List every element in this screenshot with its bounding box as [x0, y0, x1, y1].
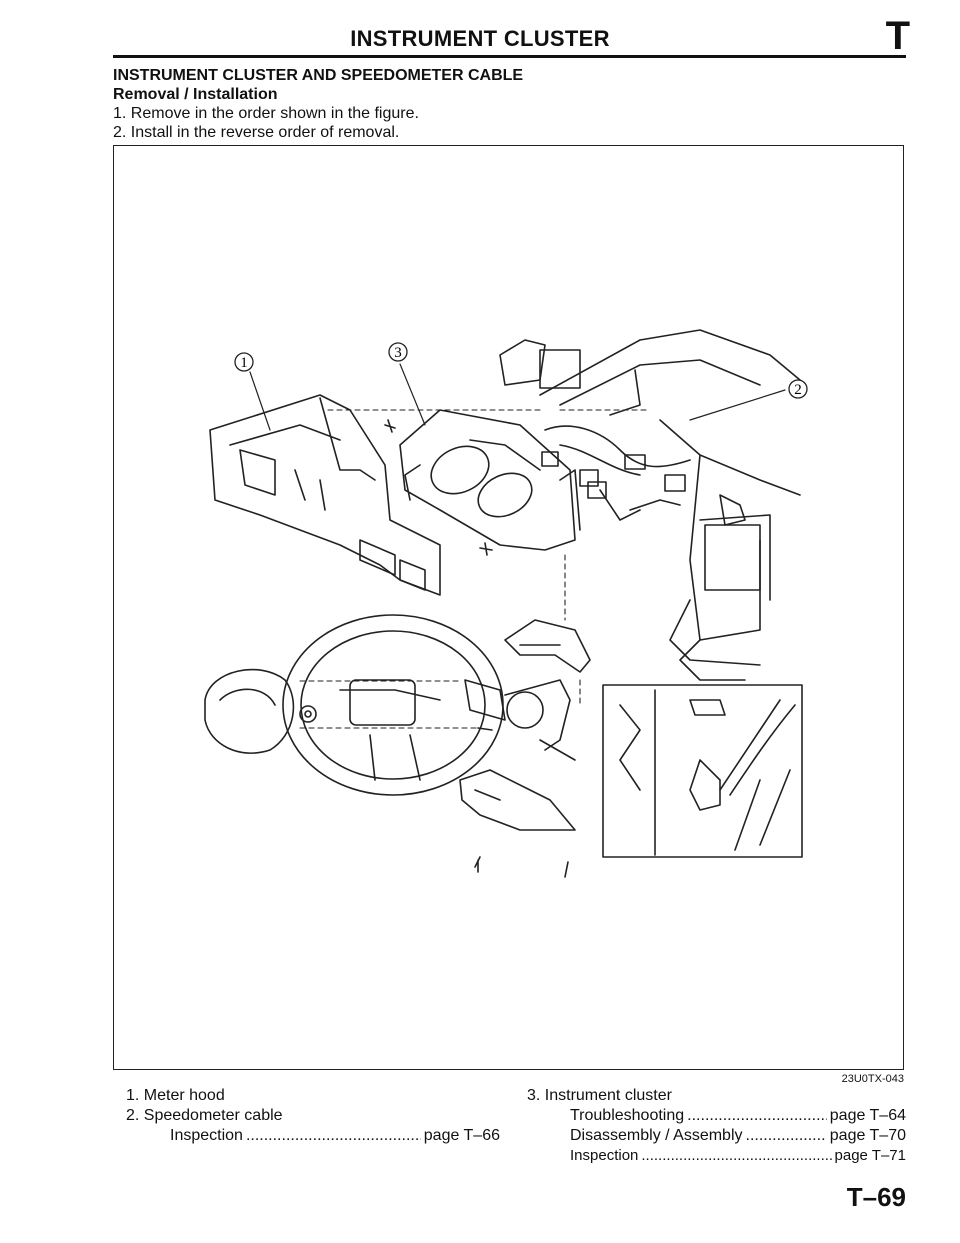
ref-page: page T–66: [423, 1127, 500, 1144]
leader-dots: [687, 1107, 827, 1125]
instrument-cluster-illustration: [399, 409, 581, 551]
assembly-lines: [299, 409, 651, 729]
column-cover-illustration: [504, 619, 591, 673]
ref-label: Troubleshooting: [570, 1107, 685, 1124]
section-title: INSTRUMENT CLUSTER AND SPEEDOMETER CABLE: [113, 67, 524, 84]
section-letter: T: [885, 14, 910, 58]
callout-2: 2: [794, 382, 802, 398]
lower-column-cover-illustration: [459, 769, 576, 831]
ref-label: Inspection: [570, 1147, 639, 1164]
legend-item-3-disassembly: Disassembly / Assembly page T–70: [570, 1127, 906, 1145]
legend-item-3-inspection: Inspection page T–71: [570, 1147, 906, 1164]
figure-code: 23U0TX-043: [841, 1073, 904, 1085]
legend-item-2-inspection: Inspection page T–66: [170, 1127, 500, 1145]
leader-dots: [641, 1147, 831, 1164]
ref-label: Disassembly / Assembly: [570, 1127, 743, 1144]
callout-1: 1: [240, 355, 248, 371]
dashboard-illustration: [499, 329, 801, 681]
page-number: T–69: [846, 1182, 906, 1212]
leader-dots: [246, 1127, 421, 1145]
ref-page: page T–64: [829, 1107, 906, 1124]
cable-detail-inset: [602, 684, 803, 858]
horn-pad-illustration: [204, 668, 317, 754]
section-subtitle: Removal / Installation: [113, 86, 278, 103]
screws-illustration: [384, 419, 569, 878]
figure-frame: [113, 145, 904, 1070]
header-rule: [113, 55, 906, 58]
instruction-step-2: 2. Install in the reverse order of remov…: [113, 124, 400, 141]
page-header-title: INSTRUMENT CLUSTER: [350, 26, 610, 51]
callout-markers: 1 3 2: [234, 342, 808, 399]
callout-3: 3: [394, 345, 402, 361]
instruction-step-1: 1. Remove in the order shown in the figu…: [113, 105, 419, 122]
combination-switch-illustration: [464, 679, 576, 761]
ref-page: page T–70: [829, 1127, 906, 1144]
ref-label: Inspection: [170, 1127, 243, 1144]
legend-item-3-troubleshooting: Troubleshooting page T–64: [570, 1107, 906, 1125]
meter-hood-illustration: [209, 394, 441, 596]
ref-page: page T–71: [834, 1147, 906, 1164]
steering-wheel-illustration: [282, 614, 504, 796]
leader-dots: [746, 1127, 827, 1145]
legend-item-3: 3. Instrument cluster: [527, 1087, 672, 1104]
legend-item-2: 2. Speedometer cable: [126, 1107, 283, 1124]
legend-item-1: 1. Meter hood: [126, 1087, 225, 1104]
wiring-harness-illustration: [541, 425, 746, 526]
